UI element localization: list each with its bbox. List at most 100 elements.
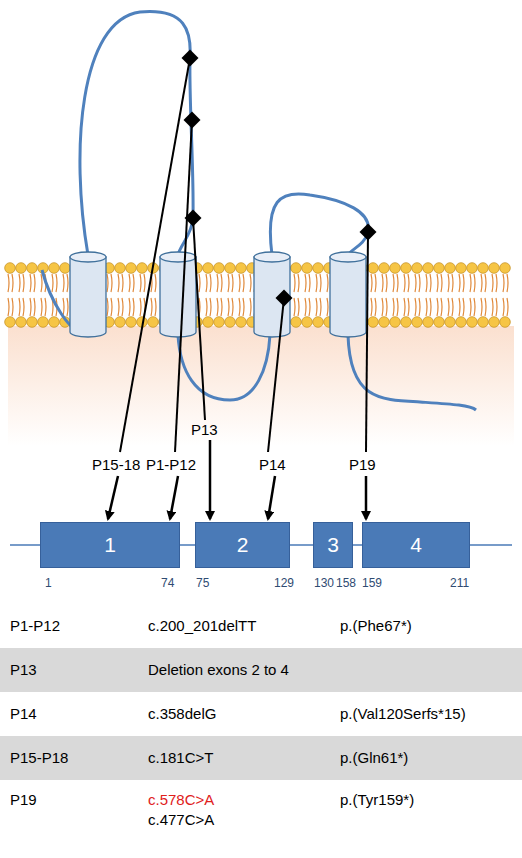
- codon-number: 129: [274, 576, 294, 590]
- intron-line: [10, 544, 40, 546]
- lipid-head: [115, 263, 126, 274]
- protein-label: P14: [259, 456, 286, 473]
- leader-line: [366, 232, 368, 452]
- lipid-tail: [474, 298, 475, 316]
- lipid-tail: [305, 298, 306, 316]
- lipid-head: [368, 263, 379, 274]
- codon-number: 74: [161, 576, 174, 590]
- lipid-tail: [309, 298, 310, 316]
- table-cell: P14: [10, 705, 37, 722]
- leader-line: [193, 218, 205, 420]
- lipid-head: [225, 317, 236, 328]
- lipid-tail: [503, 298, 504, 316]
- lipid-head: [203, 263, 214, 274]
- lipid-tail: [239, 298, 240, 316]
- lipid-tail: [250, 298, 251, 316]
- lipid-tail: [250, 274, 251, 292]
- intron-line: [470, 544, 512, 546]
- table-cell: c.578C>A: [148, 791, 214, 808]
- lipid-tail: [426, 274, 427, 292]
- lipid-tail: [375, 298, 376, 316]
- cylinder-body: [160, 257, 196, 337]
- lipid-tail: [408, 274, 409, 292]
- exon-box: 2: [195, 522, 290, 568]
- lipid-head: [302, 317, 313, 328]
- lipid-head: [467, 317, 478, 328]
- table-row: [0, 780, 522, 840]
- lipid-head: [401, 317, 412, 328]
- lipid-head: [60, 263, 71, 274]
- lipid-head: [214, 317, 225, 328]
- lipid-tail: [30, 298, 31, 316]
- lipid-tail: [140, 274, 141, 292]
- mutation-sites: [182, 50, 377, 307]
- lipid-tail: [232, 274, 233, 292]
- lipid-tail: [30, 274, 31, 292]
- lipid-head: [445, 317, 456, 328]
- lipid-head: [434, 263, 445, 274]
- lipid-head: [38, 317, 49, 328]
- lipid-tail: [23, 298, 24, 316]
- lipid-tail: [320, 274, 321, 292]
- lipid-tail: [239, 274, 240, 292]
- lipid-tail: [298, 274, 299, 292]
- protein-chain: [42, 12, 476, 410]
- lipid-head: [126, 263, 137, 274]
- lipid-tail: [382, 298, 383, 316]
- lipid-head: [401, 263, 412, 274]
- lipid-head: [423, 263, 434, 274]
- helix-cylinder: [70, 252, 106, 337]
- lipid-tail: [503, 274, 504, 292]
- lipid-tail: [107, 298, 108, 316]
- codon-number: 159: [362, 576, 382, 590]
- lipid-tail: [23, 274, 24, 292]
- lipid-tail: [155, 274, 156, 292]
- lipid-tail: [408, 298, 409, 316]
- table-cell: p.(Tyr159*): [340, 791, 414, 808]
- table-cell: c.200_201delTT: [148, 617, 256, 634]
- lipid-tail: [221, 298, 222, 316]
- table-cell: P15-P18: [10, 749, 68, 766]
- lipid-tail: [386, 274, 387, 292]
- lipid-tail: [441, 274, 442, 292]
- lipid-head: [225, 263, 236, 274]
- lipid-tail: [41, 274, 42, 292]
- lipid-tail: [481, 298, 482, 316]
- lipid-head: [412, 263, 423, 274]
- cylinder-body: [70, 257, 106, 337]
- table-cell: p.(Phe67*): [340, 617, 412, 634]
- lipid-tail: [118, 298, 119, 316]
- exon-number: 2: [237, 533, 249, 557]
- cytoplasm-shade: [8, 326, 514, 446]
- codon-number: 1: [45, 576, 52, 590]
- table-row: [0, 736, 522, 780]
- lipid-tail: [463, 298, 464, 316]
- lipid-tail: [67, 298, 68, 316]
- lipid-tail: [419, 298, 420, 316]
- lipid-tail: [206, 274, 207, 292]
- lipid-head: [467, 263, 478, 274]
- lipid-head: [302, 263, 313, 274]
- exon-arrows: [108, 440, 366, 519]
- helix-cylinder: [160, 252, 196, 337]
- lipid-head: [115, 317, 126, 328]
- lipid-tail: [371, 274, 372, 292]
- lipid-tail: [294, 274, 295, 292]
- table-cell: p.(Val120Serfs*15): [340, 705, 466, 722]
- exon-box: 4: [362, 522, 470, 568]
- lipid-head: [368, 317, 379, 328]
- lipid-head: [478, 317, 489, 328]
- lipid-tail: [217, 274, 218, 292]
- lipid-tail: [430, 298, 431, 316]
- lipid-tail: [437, 298, 438, 316]
- exon-arrow: [108, 476, 118, 519]
- lipid-head: [412, 317, 423, 328]
- lipid-tail: [316, 274, 317, 292]
- lipid-head: [126, 317, 137, 328]
- lipid-head: [203, 317, 214, 328]
- table-cell: P19: [10, 791, 37, 808]
- lipid-tail: [305, 274, 306, 292]
- table-row: [0, 648, 522, 692]
- leader-lines: [120, 58, 368, 452]
- leader-line: [268, 298, 284, 452]
